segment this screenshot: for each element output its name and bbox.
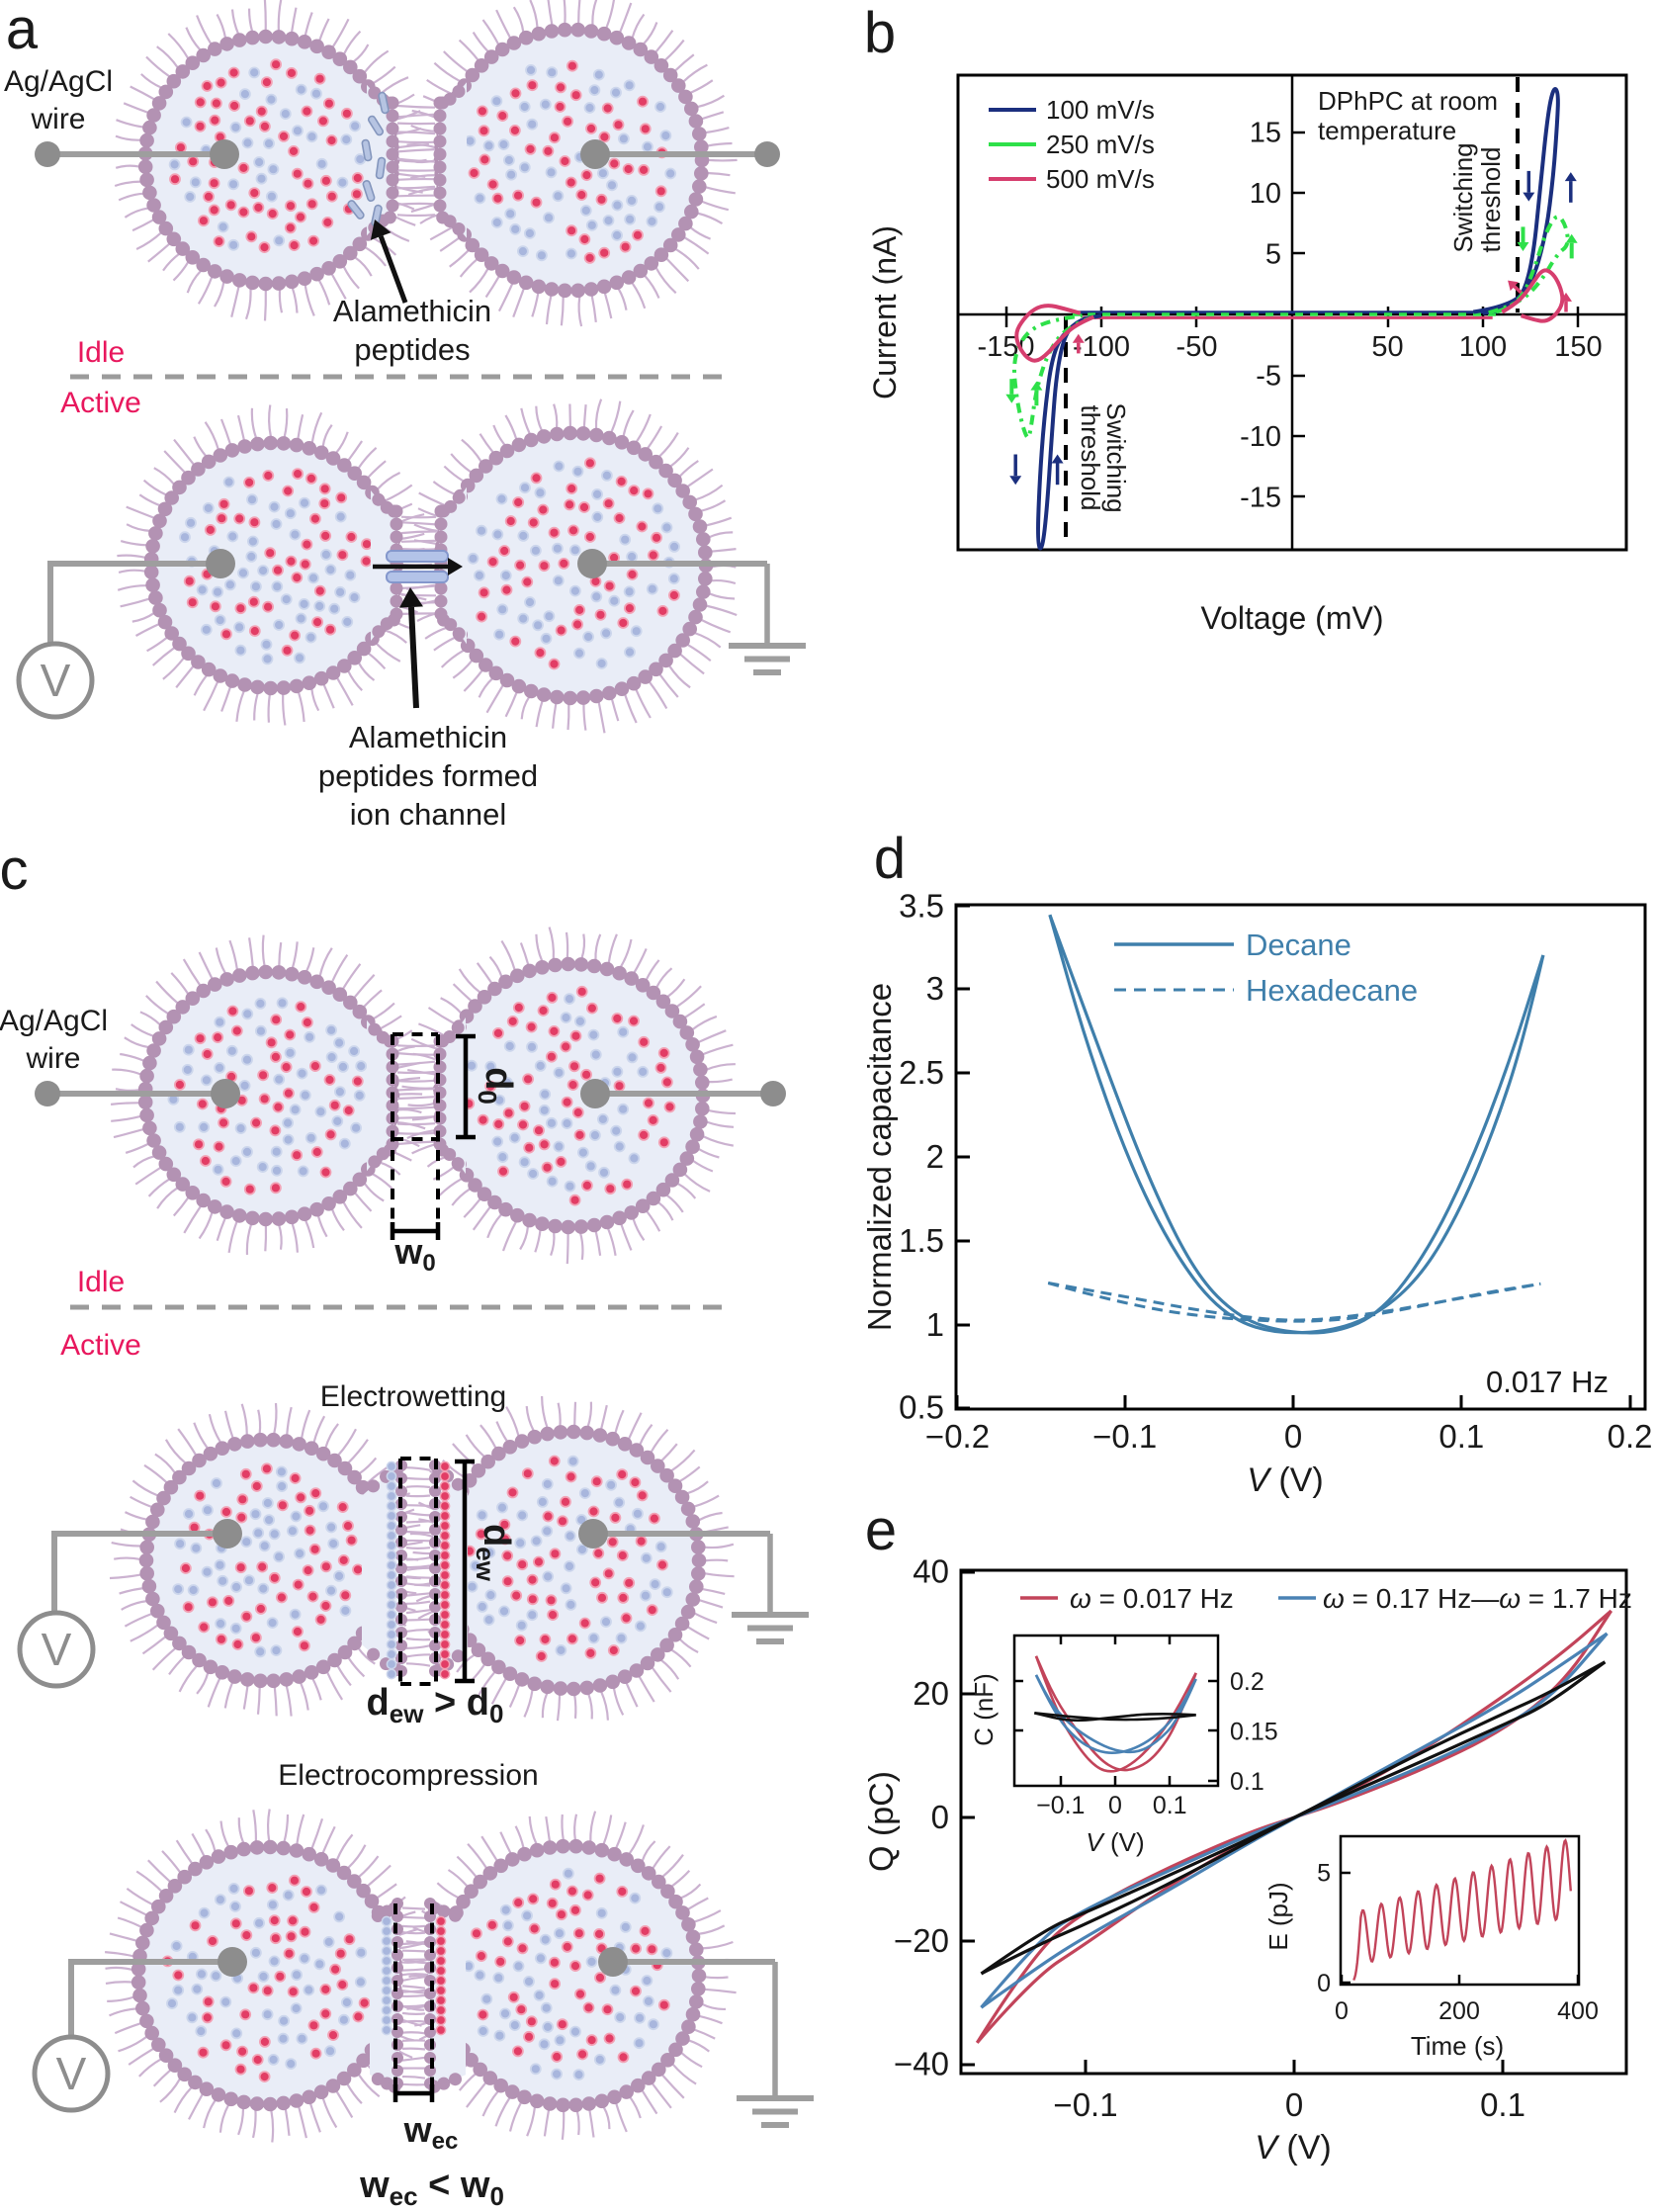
svg-text:temperature: temperature xyxy=(1318,116,1456,145)
svg-text:3.5: 3.5 xyxy=(899,888,944,925)
svg-text:peptides: peptides xyxy=(354,332,470,367)
svg-text:0: 0 xyxy=(1285,2086,1303,2123)
svg-text:−20: −20 xyxy=(894,1922,949,1959)
svg-text:V (V): V (V) xyxy=(1086,1827,1144,1857)
svg-text:0.1: 0.1 xyxy=(1230,1768,1264,1796)
svg-text:1.5: 1.5 xyxy=(899,1222,944,1259)
svg-text:10: 10 xyxy=(1250,178,1281,210)
svg-text:-100: -100 xyxy=(1073,331,1130,363)
svg-text:Electrowetting: Electrowetting xyxy=(320,1380,506,1413)
svg-text:Voltage (mV): Voltage (mV) xyxy=(1201,600,1384,636)
svg-text:Active: Active xyxy=(60,1329,141,1362)
svg-text:400: 400 xyxy=(1557,1997,1599,2025)
svg-text:250 mV/s: 250 mV/s xyxy=(1046,130,1155,159)
svg-text:wec: wec xyxy=(403,2109,459,2155)
svg-text:40: 40 xyxy=(913,1553,949,1590)
svg-text:0: 0 xyxy=(1108,1792,1122,1819)
svg-text:ion channel: ion channel xyxy=(350,797,507,832)
svg-text:0: 0 xyxy=(1335,1997,1349,2025)
svg-text:V (V): V (V) xyxy=(1247,1461,1323,1499)
svg-text:−0.2: −0.2 xyxy=(925,1418,990,1455)
svg-text:V: V xyxy=(56,2048,87,2099)
svg-text:−0.1: −0.1 xyxy=(1036,1792,1085,1819)
svg-text:0.5: 0.5 xyxy=(899,1389,944,1426)
svg-text:500 mV/s: 500 mV/s xyxy=(1046,164,1155,194)
svg-text:Q (pC): Q (pC) xyxy=(863,1771,901,1872)
svg-text:0.2: 0.2 xyxy=(1230,1668,1264,1696)
svg-text:200: 200 xyxy=(1438,1997,1480,2025)
svg-text:5: 5 xyxy=(1265,239,1281,271)
svg-text:Time (s): Time (s) xyxy=(1411,2031,1504,2061)
svg-text:wire: wire xyxy=(25,1042,80,1075)
svg-text:V: V xyxy=(41,655,71,706)
svg-text:V: V xyxy=(42,1624,72,1675)
svg-text:peptides formed: peptides formed xyxy=(318,758,538,793)
svg-text:Normalized capacitance: Normalized capacitance xyxy=(861,983,898,1331)
svg-text:Alamethicin: Alamethicin xyxy=(333,294,491,328)
svg-text:0.2: 0.2 xyxy=(1608,1418,1653,1455)
svg-text:Decane: Decane xyxy=(1246,928,1351,962)
svg-text:DPhPC at room: DPhPC at room xyxy=(1318,86,1498,116)
svg-text:c: c xyxy=(0,838,29,902)
svg-text:a: a xyxy=(6,0,39,61)
svg-text:20: 20 xyxy=(913,1675,949,1712)
svg-text:0.1: 0.1 xyxy=(1438,1418,1484,1455)
svg-text:Electrocompression: Electrocompression xyxy=(278,1759,538,1792)
svg-text:threshold: threshold xyxy=(1076,405,1105,511)
svg-text:100 mV/s: 100 mV/s xyxy=(1046,95,1155,125)
svg-text:Hexadecane: Hexadecane xyxy=(1246,973,1418,1008)
svg-text:0: 0 xyxy=(1317,1970,1331,1997)
svg-text:E (pJ): E (pJ) xyxy=(1263,1882,1293,1950)
svg-text:1: 1 xyxy=(926,1306,944,1343)
svg-text:Alamethicin: Alamethicin xyxy=(349,720,507,754)
svg-text:2: 2 xyxy=(926,1138,944,1175)
svg-text:0: 0 xyxy=(931,1799,949,1835)
svg-text:5: 5 xyxy=(1317,1860,1331,1888)
svg-text:0.017 Hz: 0.017 Hz xyxy=(1486,1365,1609,1399)
svg-text:3: 3 xyxy=(926,970,944,1007)
svg-text:100: 100 xyxy=(1459,331,1507,363)
svg-text:150: 150 xyxy=(1554,331,1602,363)
svg-text:ω = 0.017 Hz: ω = 0.017 Hz xyxy=(1070,1583,1234,1614)
svg-text:−0.1: −0.1 xyxy=(1053,2086,1117,2123)
svg-text:d: d xyxy=(874,827,906,891)
svg-text:C (nF): C (nF) xyxy=(969,1673,999,1746)
svg-text:50: 50 xyxy=(1371,331,1403,363)
svg-text:Active: Active xyxy=(60,387,141,419)
svg-text:Current (nA): Current (nA) xyxy=(867,225,903,399)
svg-text:15: 15 xyxy=(1250,118,1281,149)
svg-text:wec < w0: wec < w0 xyxy=(359,2165,504,2207)
svg-text:b: b xyxy=(864,1,896,65)
svg-text:Ag/AgCl: Ag/AgCl xyxy=(0,1005,108,1037)
svg-text:wire: wire xyxy=(30,103,85,135)
svg-text:V (V): V (V) xyxy=(1255,2129,1331,2167)
svg-text:-5: -5 xyxy=(1256,361,1281,393)
svg-text:Idle: Idle xyxy=(77,1266,125,1298)
svg-text:0.15: 0.15 xyxy=(1230,1719,1278,1746)
svg-text:−0.1: −0.1 xyxy=(1092,1418,1157,1455)
svg-text:w0: w0 xyxy=(393,1231,435,1277)
svg-text:threshold: threshold xyxy=(1476,147,1506,253)
svg-text:0.1: 0.1 xyxy=(1480,2086,1525,2123)
svg-text:-10: -10 xyxy=(1240,421,1281,453)
svg-text:Switching: Switching xyxy=(1448,142,1478,252)
svg-text:-50: -50 xyxy=(1176,331,1218,363)
svg-text:0.1: 0.1 xyxy=(1153,1792,1187,1819)
svg-text:d0: d0 xyxy=(473,1067,519,1105)
svg-text:Idle: Idle xyxy=(77,336,125,369)
svg-text:0: 0 xyxy=(1284,1418,1302,1455)
svg-text:−40: −40 xyxy=(894,2046,949,2082)
svg-text:Ag/AgCl: Ag/AgCl xyxy=(4,65,113,98)
svg-text:-15: -15 xyxy=(1240,483,1281,514)
svg-text:e: e xyxy=(865,1498,897,1562)
svg-text:Switching: Switching xyxy=(1101,402,1131,512)
svg-text:dew > d0: dew > d0 xyxy=(367,1682,504,1728)
svg-text:ω = 0.17 Hz—ω = 1.7 Hz: ω = 0.17 Hz—ω = 1.7 Hz xyxy=(1323,1583,1632,1614)
svg-text:2.5: 2.5 xyxy=(899,1054,944,1091)
